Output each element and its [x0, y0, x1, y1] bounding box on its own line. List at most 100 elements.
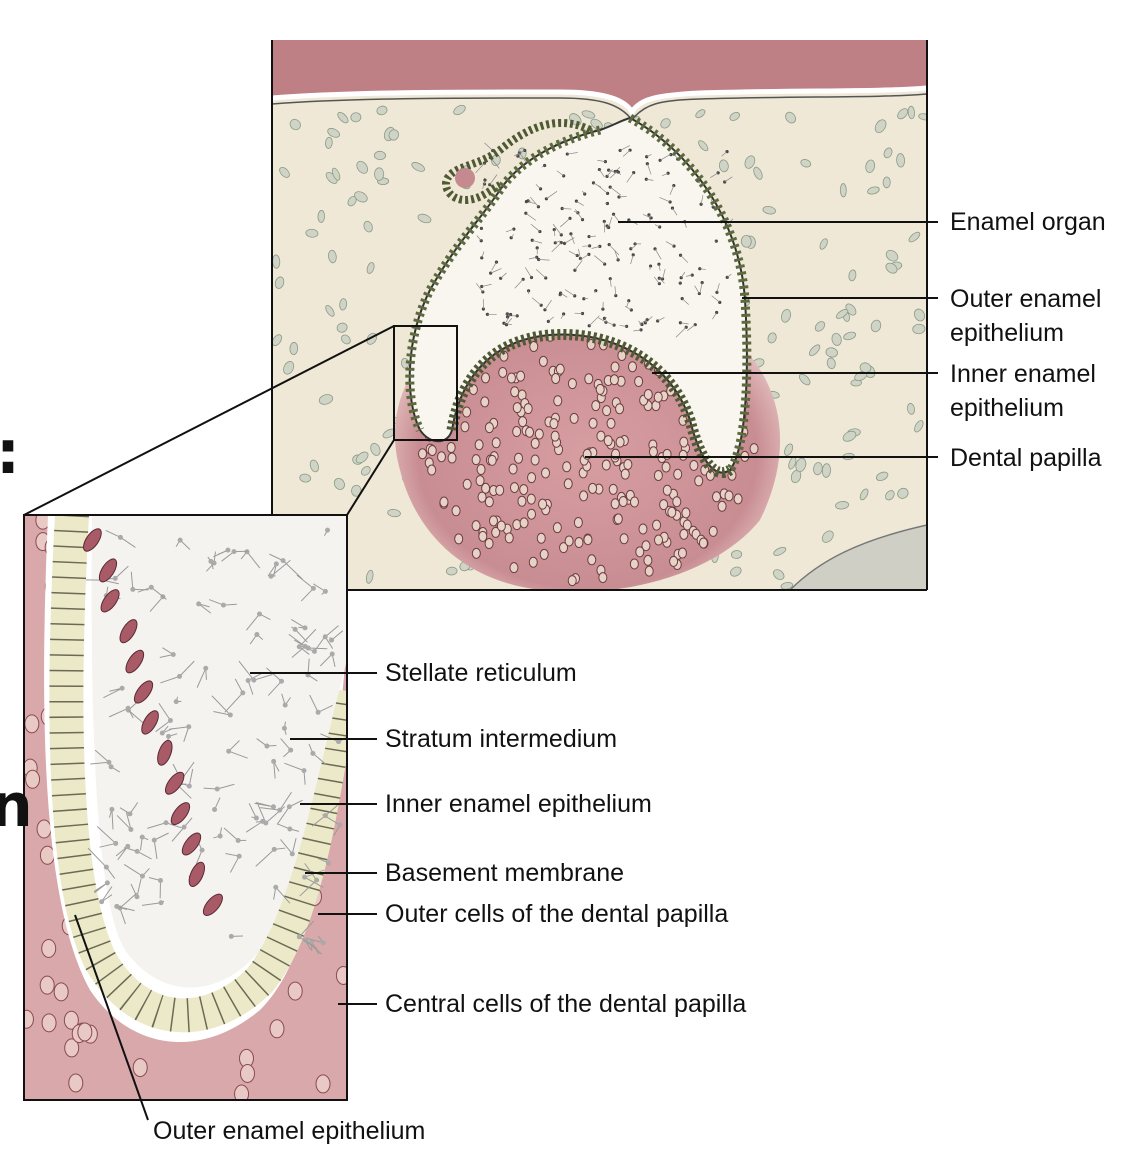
inset-stellate-nucleus [151, 837, 157, 843]
papilla-cell [662, 484, 672, 496]
mesenchyme-cell [354, 191, 368, 203]
mesenchyme-cell [660, 118, 671, 129]
mesenchyme-cell [762, 206, 776, 215]
stellate-process [661, 172, 669, 177]
stellate-process [608, 169, 619, 175]
mesenchyme-cell [842, 430, 857, 442]
mesenchyme-cell [848, 269, 857, 282]
stellate-process [647, 163, 652, 175]
mesenchyme-cell [590, 118, 603, 130]
inset-papilla-cell [64, 1038, 80, 1058]
papilla-cell [733, 493, 743, 505]
inset-stellate-nucleus [280, 558, 286, 564]
papilla-cell [608, 483, 618, 495]
mesenchyme-cell [835, 501, 850, 510]
connector-line-right [346, 439, 395, 516]
mesenchyme-cell [325, 136, 333, 149]
papilla-cell [619, 533, 629, 545]
papilla-cell [724, 490, 734, 502]
papilla-cell [519, 484, 529, 496]
stellate-process [548, 316, 554, 322]
papilla-cell [525, 426, 535, 438]
inset-stellate-nucleus [139, 873, 145, 879]
inset-papilla-cell [39, 975, 55, 995]
stellate-process [686, 274, 693, 277]
stellate-process [724, 176, 733, 183]
inset-stellate-process [266, 667, 282, 696]
stellate-nucleus [512, 227, 516, 231]
mesenchyme-cell [445, 566, 458, 576]
mesenchyme-cell [279, 166, 290, 178]
stellate-process [576, 200, 584, 206]
papilla-cell [552, 522, 562, 534]
papilla-cell [446, 441, 456, 453]
inset-stellate-nucleus [196, 601, 202, 607]
papilla-cell [591, 400, 601, 412]
inset-stellate-nucleus [106, 759, 112, 765]
inset-stellate-nucleus [271, 758, 277, 764]
stellate-process [659, 154, 671, 161]
papilla-cell [673, 468, 683, 480]
inset-stellate-nucleus [208, 558, 214, 564]
inset-papilla-cell [24, 714, 40, 734]
papilla-cell [598, 572, 608, 584]
stratum-intermedium-cell [83, 528, 102, 552]
papilla-cell [476, 464, 486, 476]
mesenchyme-cell [772, 569, 785, 581]
stellate-process [506, 318, 513, 325]
mesenchyme-cell [831, 332, 842, 346]
inset-stellate-process [160, 660, 195, 684]
mesenchyme-cell [784, 443, 794, 456]
inset-stellate-nucleus [337, 822, 343, 828]
stellate-process [538, 259, 550, 261]
mesenchyme-cell [897, 108, 909, 120]
inset-stellate-nucleus [329, 637, 335, 643]
stellate-process [599, 169, 605, 178]
papilla-cell [488, 515, 498, 527]
papilla-cell [672, 496, 682, 508]
mesenchyme-cell [336, 322, 348, 333]
mesenchyme-cell [355, 451, 369, 464]
inset-stellate-nucleus [166, 733, 172, 739]
magnification-box [393, 325, 458, 441]
papilla-cell [644, 565, 654, 577]
stellate-nucleus [575, 253, 579, 258]
papilla-cell [606, 417, 616, 429]
stellate-process [649, 265, 651, 270]
stellate-process [658, 264, 661, 271]
papilla-cell [712, 491, 722, 503]
inset-papilla-cell [68, 1073, 84, 1093]
stratum-intermedium-cell [457, 1020, 481, 1048]
inset-stellate-nucleus [322, 813, 328, 819]
stellate-process [662, 268, 666, 280]
inset-stellate-nucleus [320, 940, 326, 946]
stratum-intermedium-cell [458, 1036, 481, 1065]
mesenchyme-cell [843, 331, 857, 341]
papilla-cell [659, 499, 669, 511]
main-panel [272, 40, 927, 590]
papilla-cell [496, 520, 506, 532]
leader-outer-enamel-epithelium-bottom [74, 914, 149, 1121]
inset-papilla-cell [335, 965, 347, 985]
stellate-process [604, 317, 607, 319]
stellate-nucleus [523, 148, 527, 153]
inset-stellate-nucleus [203, 665, 209, 671]
stellate-process [630, 245, 636, 249]
stellate-process [524, 267, 532, 278]
papilla-cell [596, 430, 606, 442]
mesenchyme-cell [867, 186, 880, 195]
stellate-process [618, 196, 627, 198]
inset-stellate-nucleus [314, 877, 320, 883]
papilla-cell [526, 493, 536, 505]
stellate-process [654, 224, 660, 228]
papilla-cell [514, 452, 524, 464]
stellate-process [507, 316, 509, 319]
stellate-process [532, 239, 543, 244]
stellate-process [699, 268, 706, 270]
stellate-process [535, 269, 546, 279]
inset-stellate-nucleus [173, 699, 179, 705]
papilla-cell [563, 478, 573, 490]
mesenchyme-cell [370, 442, 381, 456]
inset-stellate-nucleus [186, 724, 192, 730]
